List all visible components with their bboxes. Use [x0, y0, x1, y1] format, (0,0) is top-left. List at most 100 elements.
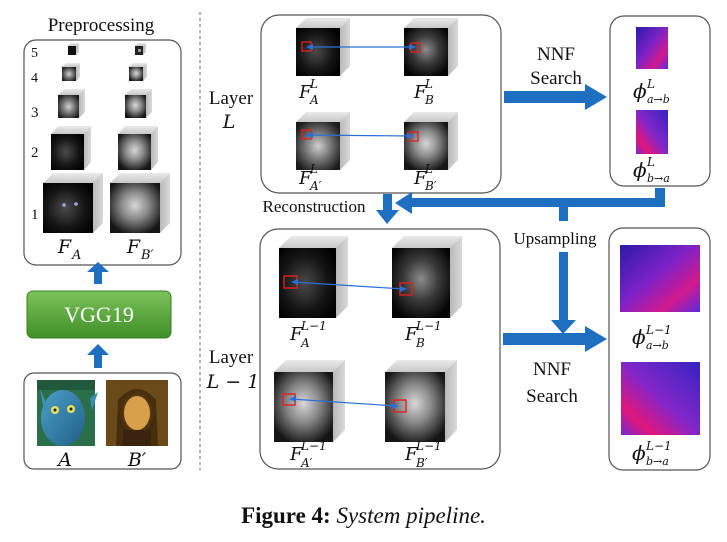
input-image-a: [37, 380, 98, 446]
svg-text:F: F: [289, 444, 304, 465]
nnf-label-bottom: NNF: [533, 359, 571, 380]
preprocessing-panel: [23, 39, 182, 266]
svg-text:ϕ: ϕ: [633, 158, 647, 182]
svg-text:F: F: [404, 324, 419, 345]
phi-l1-panel: [608, 227, 711, 471]
svg-text:L−1: L−1: [300, 319, 327, 333]
label-fb2-l: F B′ L: [413, 162, 437, 193]
feature-pyramid-b: [110, 43, 170, 233]
level-number-4: 4: [31, 71, 38, 86]
match-line-l-bottom: [307, 134, 412, 137]
label-phi-l-ba: ϕ L b→a: [633, 155, 670, 185]
svg-text:L: L: [309, 77, 318, 91]
svg-text:A′: A′: [300, 456, 313, 470]
label-fa2-l1: F A′ L−1: [289, 439, 327, 470]
level-number-1: 1: [31, 207, 39, 223]
phi-l1-ab-image: [620, 245, 700, 312]
layer-l-label: Layer: [209, 88, 254, 109]
input-panel: [23, 372, 182, 470]
svg-text:L−1: L−1: [300, 439, 327, 453]
svg-text:F: F: [289, 324, 304, 345]
layer-l1-symbol: L − 1: [206, 371, 260, 393]
svg-text:L−1: L−1: [415, 439, 442, 453]
svg-text:B′: B′: [415, 456, 428, 470]
svg-text:ϕ: ϕ: [632, 441, 646, 465]
svg-text:A′: A′: [309, 179, 322, 193]
search-label-bottom: Search: [526, 386, 578, 407]
svg-text:ϕ: ϕ: [632, 325, 646, 349]
input-image-b: [106, 380, 168, 446]
label-fa2-l: F A′ L: [298, 162, 322, 193]
feature-cube-a-5: [68, 43, 79, 55]
svg-text:F: F: [298, 82, 313, 103]
svg-text:b→a: b→a: [647, 172, 670, 185]
level-number-5: 5: [31, 46, 38, 61]
svg-text:L−1: L−1: [645, 439, 672, 453]
feature-cube-b-5: [135, 43, 146, 55]
phi-l-ba-image: [636, 110, 668, 154]
svg-text:F: F: [298, 168, 313, 189]
layer-l1-panel: [259, 228, 501, 470]
svg-text:A: A: [300, 336, 310, 350]
input-a-label: A: [56, 449, 72, 471]
level-number-3: 3: [31, 105, 39, 121]
feature-cube-b-4: [129, 63, 147, 81]
figure-caption: Figure 4: System pipeline.: [0, 503, 727, 529]
cube-fb2-l1: [385, 360, 457, 442]
label-phi-l1-ab: ϕ L−1 a→b: [632, 323, 672, 352]
arrow-upsampling: [551, 207, 576, 334]
match-line-l1-bottom: [290, 398, 397, 407]
reconstruction-label: Reconstruction: [263, 197, 366, 216]
vgg19-box: [26, 290, 172, 339]
feature-cube-b-3: [125, 89, 152, 118]
feature-cube-a-2: [51, 126, 91, 170]
svg-text:L: L: [424, 162, 433, 176]
nnf-label-top: NNF: [537, 44, 575, 65]
phi-l-ab-image: [636, 27, 668, 69]
arrow-phi-to-reconstruction: [395, 188, 665, 214]
svg-text:a→b: a→b: [647, 93, 670, 106]
svg-text:L−1: L−1: [645, 323, 672, 337]
feature-a-sub: A: [71, 248, 81, 263]
arrow-vgg-to-preprocessing: [87, 262, 109, 284]
svg-text:L: L: [424, 77, 433, 91]
search-label-top: Search: [530, 68, 582, 89]
feature-pyramid-a: [43, 43, 103, 233]
layer-l1-label: Layer: [209, 347, 254, 368]
input-b-label: B′: [127, 449, 147, 471]
caption-number: Figure 4:: [241, 503, 331, 528]
match-line-l1-top: [292, 281, 405, 290]
label-fb-l: F B L: [413, 77, 434, 107]
label-fa-l1: F A L−1: [289, 319, 327, 350]
feature-cube-a-4: [62, 63, 80, 81]
arrow-nnf-bottom: [503, 326, 607, 352]
layer-l-symbol: L: [222, 111, 236, 133]
svg-text:B′: B′: [424, 179, 437, 193]
label-fb2-l1: F B′ L−1: [404, 439, 442, 470]
svg-text:ϕ: ϕ: [633, 79, 647, 103]
cube-fb-l: [404, 18, 458, 76]
cube-fb2-l: [404, 112, 458, 170]
arrow-nnf-top: [504, 84, 607, 110]
svg-text:L: L: [646, 77, 655, 91]
svg-text:a→b: a→b: [646, 339, 669, 352]
cube-fa-l: [296, 18, 350, 76]
svg-text:F: F: [404, 444, 419, 465]
arrow-input-to-vgg: [87, 344, 109, 368]
preprocessing-title: Preprocessing: [48, 15, 155, 36]
feature-b-sub: B′: [140, 248, 154, 263]
feature-b-label: F: [126, 236, 141, 258]
feature-cube-a-1: [43, 173, 103, 233]
feature-a-label: F: [57, 236, 72, 258]
svg-text:A: A: [309, 93, 319, 107]
cube-fa-l1: [279, 236, 348, 318]
feature-cube-b-2: [118, 126, 158, 170]
phi-l-panel: [609, 15, 711, 187]
label-phi-l1-ba: ϕ L−1 b→a: [632, 439, 672, 468]
label-fb-l1: F B L−1: [404, 319, 442, 350]
upsampling-label: Upsampling: [513, 229, 597, 248]
cube-fb-l1: [392, 236, 462, 318]
caption-text: System pipeline.: [336, 503, 486, 528]
cube-fa2-l: [296, 112, 350, 170]
